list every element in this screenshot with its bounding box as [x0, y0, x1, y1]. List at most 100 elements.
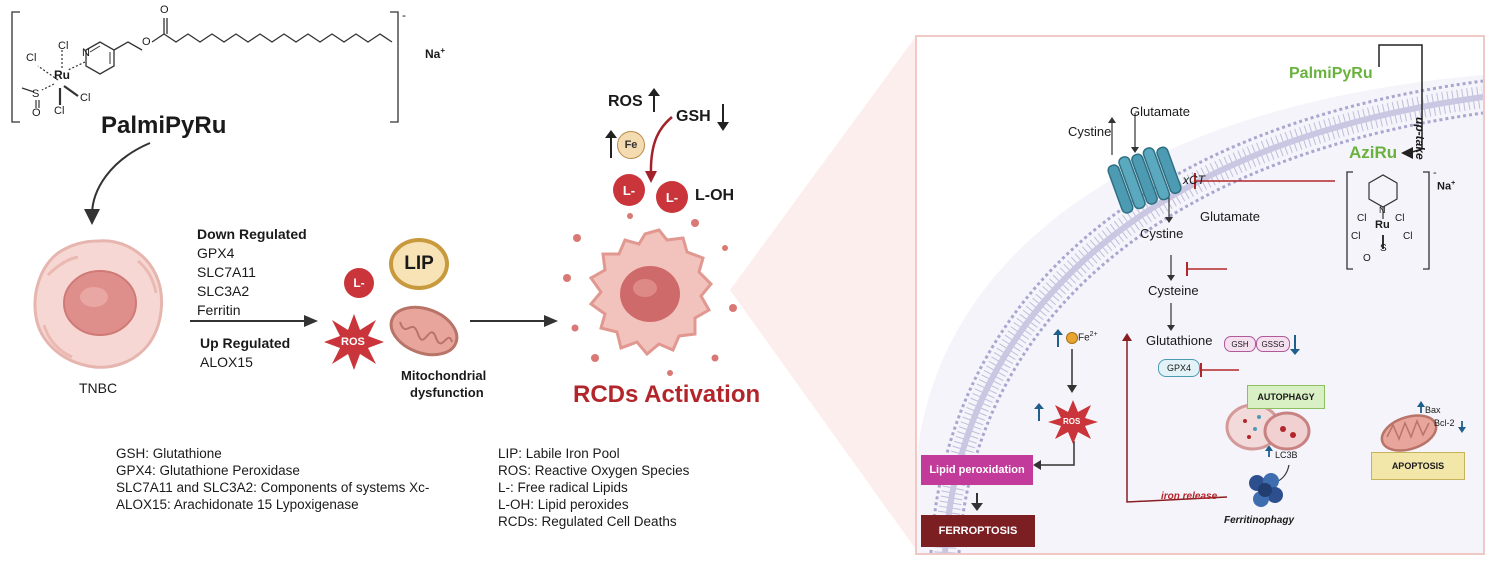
legend-left-item: GSH: Glutathione — [116, 446, 222, 461]
chloride-2: Cl — [58, 40, 69, 52]
fe-up-arrow-icon — [605, 130, 617, 158]
activation-l-radical-2: L- — [656, 181, 688, 213]
aziru-s: S — [1380, 243, 1387, 254]
pyridine-ring — [85, 41, 115, 75]
legend-left-item: ALOX15: Arachidonate 15 Lypoxigenase — [116, 497, 359, 512]
down-item-slc7a11: SLC7A11 — [197, 264, 256, 280]
down-regulated-title: Down Regulated — [197, 226, 307, 242]
sulfoxide-oxygen: O — [32, 107, 41, 119]
aziru-charge: - — [1433, 167, 1437, 179]
aziru-label: AziRu — [1349, 143, 1398, 162]
legend-left-item: SLC7A11 and SLC3A2: Components of system… — [116, 480, 430, 495]
autophagosome-icon — [1225, 403, 1311, 451]
ros-label: ROS — [341, 336, 365, 348]
rcd-activation-title: RCDs Activation — [573, 381, 761, 408]
aziru-o: O — [1363, 253, 1371, 264]
carbonyl-oxygen-atom: O — [160, 4, 169, 16]
activation-ros-label: ROS — [608, 93, 643, 110]
autophagy-box: AUTOPHAGY — [1247, 385, 1325, 409]
bax-label: Bax — [1425, 405, 1441, 415]
xct-transporter-icon — [1107, 146, 1182, 214]
zoom-wedge — [730, 35, 917, 551]
nitrogen-atom: N — [82, 47, 90, 59]
ferroptosis-box: FERROPTOSIS — [921, 515, 1035, 547]
glutamate-top: Glutamate — [1130, 104, 1190, 119]
arrow-to-rcd — [470, 315, 558, 327]
legend-right-item: L-: Free radical Lipids — [498, 480, 628, 495]
down-item-slc3a2: SLC3A2 — [197, 283, 250, 299]
complex-charge: - — [402, 8, 406, 22]
bracket-left — [11, 11, 20, 123]
chloride-1: Cl — [26, 52, 37, 64]
legend-right-item: LIP: Labile Iron Pool — [498, 446, 620, 461]
tnbc-cell-icon — [33, 239, 163, 369]
arrow-compound-to-cell — [84, 142, 151, 225]
ruthenium-atom: Ru — [54, 68, 70, 82]
activation-loh-label: L-OH — [695, 187, 735, 204]
apoptosis-box: APOPTOSIS — [1371, 452, 1465, 480]
arrow-regulation — [190, 315, 318, 327]
legend-right-item: ROS: Reactive Oxygen Species — [498, 463, 690, 478]
cystine-top: Cystine — [1068, 124, 1112, 139]
down-item-gpx4: GPX4 — [197, 245, 235, 261]
legend-right-item: RCDs: Regulated Cell Deaths — [498, 514, 677, 529]
apoptosis-mitochondrion-icon — [1380, 414, 1438, 452]
fe2-label: Fe2+ — [1078, 331, 1098, 344]
aziru-cl-4: Cl — [1403, 231, 1413, 242]
lipid-peroxidation-box: Lipid peroxidation — [921, 455, 1033, 485]
mito-line-1: Mitochondrial — [401, 368, 487, 383]
cell-label: TNBC — [79, 380, 118, 396]
fe-dot-icon — [1066, 332, 1078, 344]
ferritin-icon — [1249, 473, 1283, 507]
aziru-cl-2: Cl — [1395, 213, 1405, 224]
cysteine-label: Cysteine — [1148, 283, 1199, 298]
gsh-down-arrow-icon — [717, 104, 729, 131]
up-regulated-title: Up Regulated — [200, 335, 291, 351]
up-item-alox15: ALOX15 — [200, 354, 253, 370]
gsh-pill: GSH — [1224, 336, 1256, 352]
aziru-cl-1: Cl — [1357, 213, 1367, 224]
aziru-cl-3: Cl — [1351, 231, 1361, 242]
ros-burst-icon — [324, 314, 384, 370]
iron-release-label: iron release — [1161, 491, 1218, 502]
compound-name: PalmiPyRu — [101, 112, 227, 139]
panel-ros-label: ROS — [1063, 417, 1081, 426]
legend-right-item: L-OH: Lipid peroxides — [498, 497, 629, 512]
cystine-intracellular: Cystine — [1140, 226, 1184, 241]
aziru-ru: Ru — [1375, 219, 1390, 231]
lc3b-label: LC3B — [1275, 450, 1298, 460]
mito-line-2: dysfunction — [410, 385, 484, 400]
gpx4-pill: GPX4 — [1158, 359, 1200, 377]
aziru-n: N — [1379, 205, 1386, 215]
ros-burst-icon — [1048, 400, 1098, 444]
glutamate-right: Glutamate — [1200, 209, 1260, 224]
oxygen-atom: O — [142, 36, 151, 48]
counter-ion: Na+ — [425, 46, 446, 61]
xct-label: xCT — [1183, 173, 1205, 187]
bracket-right — [390, 11, 399, 123]
mechanism-palmipyru: PalmiPyRu — [1289, 65, 1373, 82]
chloride-4: Cl — [54, 105, 65, 117]
palmitoyl-chain — [151, 33, 393, 43]
sulfur-atom: S — [32, 88, 40, 100]
mitochondrion-icon — [389, 305, 459, 357]
activation-l-radical-1: L- — [613, 174, 645, 206]
palmipyru-structure — [11, 11, 399, 123]
ros-up-arrow-icon — [648, 88, 660, 112]
gssg-pill: GSSG — [1256, 336, 1290, 352]
legend-left-item: GPX4: Glutathione Peroxidase — [116, 463, 300, 478]
bcl2-label: Bcl-2 — [1434, 418, 1455, 428]
glutathione-label: Glutathione — [1146, 333, 1213, 348]
legend-right: LIP: Labile Iron Pool ROS: Reactive Oxyg… — [498, 445, 689, 530]
rcd-cell-icon — [563, 213, 737, 376]
activation-gsh-label: GSH — [676, 108, 711, 125]
chloride-3: Cl — [80, 92, 91, 104]
red-converging-arrow — [645, 116, 673, 183]
lip-badge: LIP — [389, 238, 449, 290]
legend-left: GSH: Glutathione GPX4: Glutathione Perox… — [116, 445, 429, 513]
mechanism-panel: PalmiPyRu up-take AziRu - Na+ N Ru Cl Cl… — [915, 35, 1485, 555]
lipid-radical-badge: L- — [344, 268, 374, 298]
ferritinophagy-label: Ferritinophagy — [1224, 515, 1295, 526]
aziru-counter-ion: Na+ — [1437, 180, 1456, 193]
fe-badge: Fe — [617, 131, 645, 159]
